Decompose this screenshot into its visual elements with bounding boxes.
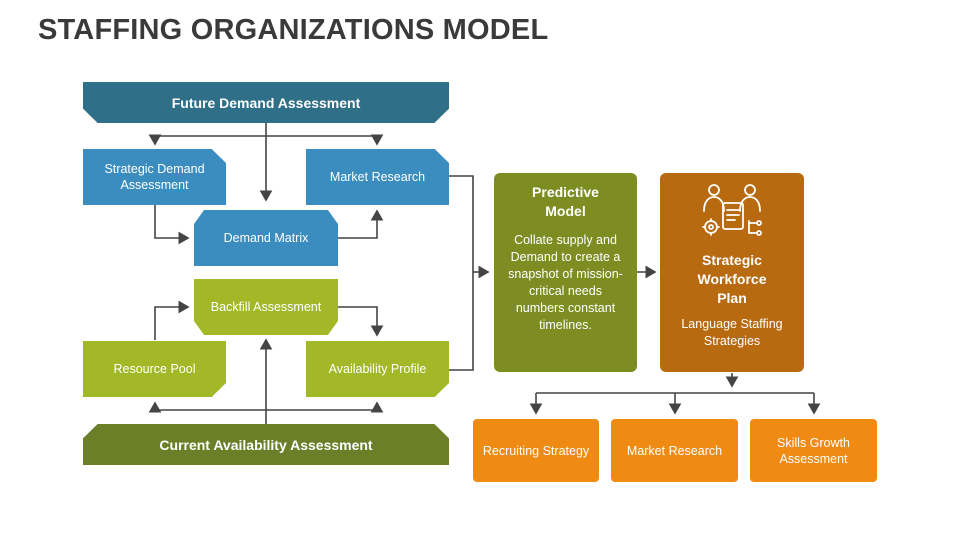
resource-pool-label: Resource Pool — [113, 362, 196, 376]
resource-pool-box: Resource Pool — [83, 341, 226, 397]
team-document-gear-icon — [702, 184, 762, 236]
output-recruiting-strategy-label: Recruiting Strategy — [482, 443, 590, 458]
backfill-assessment-label: Backfill Assessment — [210, 300, 322, 314]
market-research-box: Market Research — [306, 149, 449, 205]
availability-profile-box: Availability Profile — [306, 341, 449, 397]
predictive-model-card: Predictive Model Collate supply and Dema… — [494, 173, 637, 372]
strategic-demand-label: Strategic Demand Assessment — [104, 162, 205, 192]
predictive-model-title: Predictive Model — [532, 184, 599, 219]
strategic-workforce-card: Strategic Workforce Plan Language Staffi… — [660, 173, 804, 372]
output-market-research: Market Research — [611, 419, 738, 482]
current-availability-banner: Current Availability Assessment — [83, 424, 449, 465]
strategic-workforce-title: Strategic Workforce Plan — [697, 252, 767, 306]
strategic-demand-box: Strategic Demand Assessment — [83, 149, 226, 205]
strategic-workforce-body: Language Staffing Strategies — [681, 317, 783, 348]
backfill-assessment-box: Backfill Assessment — [194, 279, 338, 335]
output-skills-growth-assessment: Skills Growth Assessment — [750, 419, 877, 482]
future-demand-banner: Future Demand Assessment — [83, 82, 449, 123]
predictive-model-body: Collate supply and Demand to create a sn… — [508, 233, 623, 332]
page-title: STAFFING ORGANIZATIONS MODEL — [38, 14, 549, 46]
demand-matrix-label: Demand Matrix — [223, 231, 309, 245]
availability-profile-label: Availability Profile — [328, 362, 427, 376]
output-recruiting-strategy: Recruiting Strategy — [473, 419, 599, 482]
current-availability-label: Current Availability Assessment — [159, 436, 373, 453]
market-research-label: Market Research — [329, 170, 426, 184]
future-demand-label: Future Demand Assessment — [171, 94, 361, 111]
output-market-research-label: Market Research — [626, 443, 723, 458]
demand-matrix-box: Demand Matrix — [194, 210, 338, 266]
output-skills-growth-label: Skills Growth Assessment — [777, 435, 850, 466]
